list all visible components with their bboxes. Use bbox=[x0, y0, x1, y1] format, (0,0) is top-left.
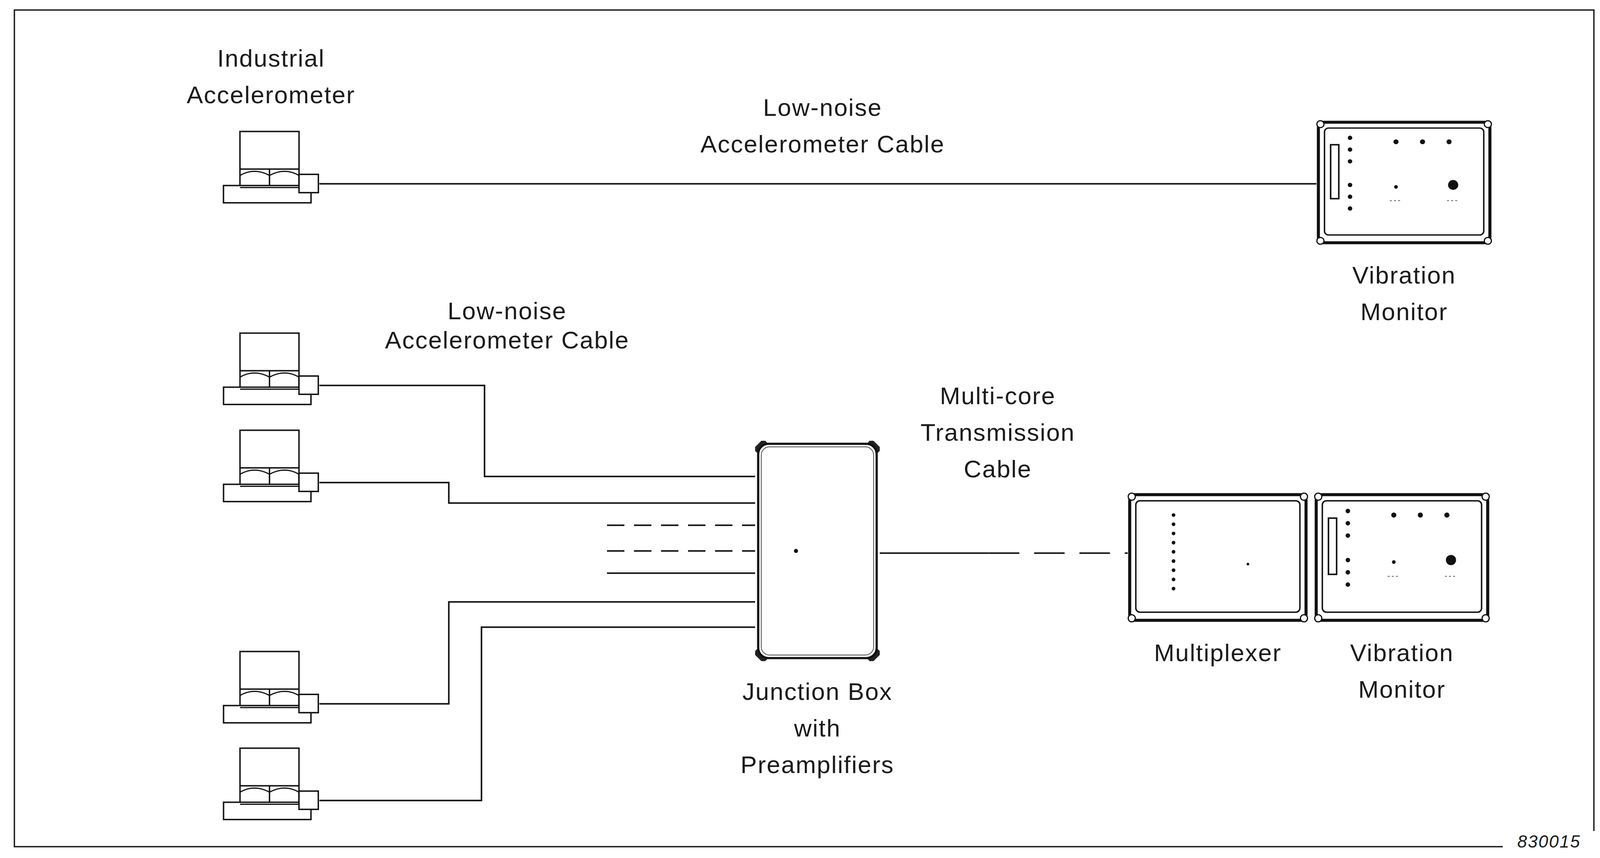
figure-number: 830015 bbox=[1502, 831, 1596, 853]
sensor-wires bbox=[319, 385, 756, 801]
junction-box: Junction Box with Preamplifiers bbox=[755, 440, 880, 662]
device-icon bbox=[1314, 492, 1490, 623]
frame bbox=[14, 10, 1594, 848]
node-label: Vibration Monitor bbox=[1314, 257, 1495, 331]
node-label: Junction Box with Preamplifiers bbox=[714, 673, 921, 784]
accelerometer-symbol bbox=[223, 333, 319, 821]
node-label: Multiplexer bbox=[1128, 634, 1308, 672]
monitor-unit: Vibration Monitor bbox=[1316, 120, 1492, 245]
device-icon bbox=[222, 130, 320, 204]
accelerometer: Industrial Accelerometer bbox=[222, 130, 320, 204]
device-icon bbox=[1127, 492, 1309, 623]
cable-label: Low-noise Accelerometer Cable bbox=[680, 89, 965, 163]
node-label: Vibration Monitor bbox=[1312, 634, 1492, 709]
cable-line bbox=[879, 553, 1128, 554]
multiplexer-unit: Multiplexer bbox=[1127, 492, 1309, 623]
monitor-unit: Vibration Monitor bbox=[1314, 492, 1490, 623]
device-icon bbox=[755, 440, 880, 662]
node-label: Industrial Accelerometer bbox=[155, 40, 387, 114]
cable-label: Multi-core Transmission Cable bbox=[899, 377, 1097, 488]
device-icon bbox=[1316, 120, 1492, 245]
cable-line bbox=[319, 183, 1317, 184]
cable-label: Low-noise Accelerometer Cable bbox=[365, 296, 650, 355]
